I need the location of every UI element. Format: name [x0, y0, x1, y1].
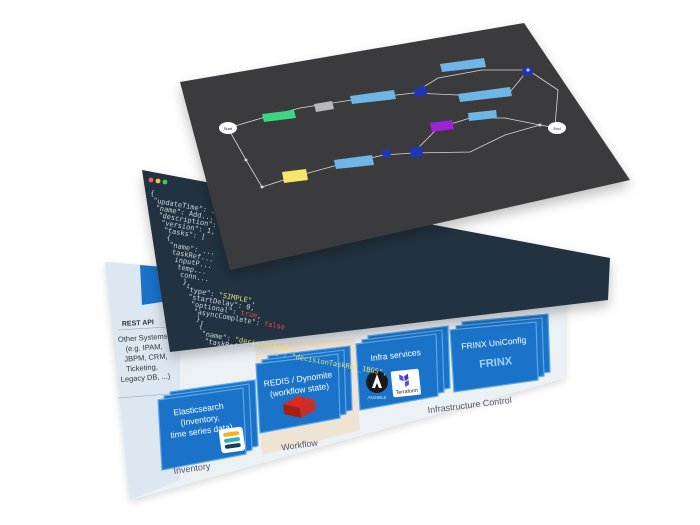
connection-bottom-path	[227, 117, 558, 188]
decision-node-3[interactable]	[410, 146, 423, 158]
left-panel-divider	[117, 393, 169, 399]
window-minimize-dot[interactable]	[155, 178, 161, 184]
window-maximize-dot[interactable]	[162, 179, 168, 185]
join-dot	[260, 185, 264, 189]
workflow-card-stack[interactable]: REDIS / Dynomite (workflow state)	[255, 345, 353, 434]
uniconfig-card	[449, 321, 539, 393]
join-dot	[526, 68, 530, 72]
task-node-yellow[interactable]	[282, 169, 308, 183]
end-node-label: End	[553, 126, 560, 131]
workflow-task-nodes	[262, 58, 533, 183]
redis-logo-icon	[283, 396, 317, 418]
task-node-blue-4[interactable]	[334, 155, 374, 169]
workflow-card	[255, 353, 341, 434]
end-node[interactable]: End	[548, 122, 566, 134]
code-line: },	[182, 278, 192, 287]
task-node-purple[interactable]	[430, 120, 454, 132]
frinx-logo-icon: FRINX	[479, 355, 514, 370]
window-close-dot[interactable]	[148, 177, 154, 183]
task-node-gray[interactable]	[314, 101, 334, 112]
rest-api-divider	[117, 326, 169, 331]
code-line: {	[198, 322, 204, 331]
uniconfig-card-stack[interactable]: FRINX UniConfig FRINX	[449, 313, 551, 393]
infra-services-card-stack[interactable]: Infra services ANSIBLE Terraform	[355, 325, 451, 411]
decision-node-2[interactable]	[522, 67, 533, 76]
other-systems-line-5: Legacy DB, ...)	[120, 371, 171, 383]
workflow-canvas	[180, 23, 630, 270]
ansible-label: ANSIBLE	[367, 395, 386, 400]
terraform-label: Terraform	[395, 388, 418, 396]
join-dot	[244, 158, 248, 162]
start-node[interactable]: Start	[219, 122, 237, 134]
other-systems-line-2: (e.g. IPAM,	[125, 342, 163, 354]
other-systems-line-1: Other Systems	[118, 332, 168, 344]
code-line: {	[150, 189, 156, 198]
code-line: {	[166, 233, 172, 242]
ansible-logo-icon	[366, 371, 388, 393]
other-systems-line-4: Ticketing,	[126, 362, 158, 373]
workflow-join-dots	[244, 68, 542, 189]
workflow-designer-layer: Start End	[180, 23, 630, 270]
inventory-card-stack[interactable]: Elasticsearch (Inventory, time series da…	[157, 379, 259, 471]
code-line: },	[196, 315, 206, 324]
start-node-label: Start	[224, 126, 233, 131]
task-node-blue-2[interactable]	[440, 58, 486, 72]
decision-node-4[interactable]	[382, 149, 391, 158]
code-lines: { "updateTime": ..., "name": Add... "des…	[150, 189, 388, 377]
other-systems-line-3: JBPM, CRM,	[124, 352, 168, 364]
code-line: inputP...	[174, 256, 213, 270]
rest-api-label: REST API	[122, 319, 154, 328]
decision-node-1[interactable]	[414, 86, 427, 97]
connection-bottom-branch	[412, 124, 541, 154]
terraform-logo-icon: Terraform	[390, 368, 421, 398]
task-node-blue-1[interactable]	[350, 90, 396, 104]
task-node-blue-3[interactable]	[458, 87, 512, 102]
code-line: taskRef...	[171, 248, 214, 263]
other-systems-text: Other Systems (e.g. IPAM, JBPM, CRM, Tic…	[118, 332, 171, 384]
join-dot	[538, 123, 542, 127]
task-node-blue-5[interactable]	[468, 110, 497, 121]
elasticsearch-logo-icon	[218, 426, 246, 454]
task-node-green[interactable]	[262, 110, 296, 122]
